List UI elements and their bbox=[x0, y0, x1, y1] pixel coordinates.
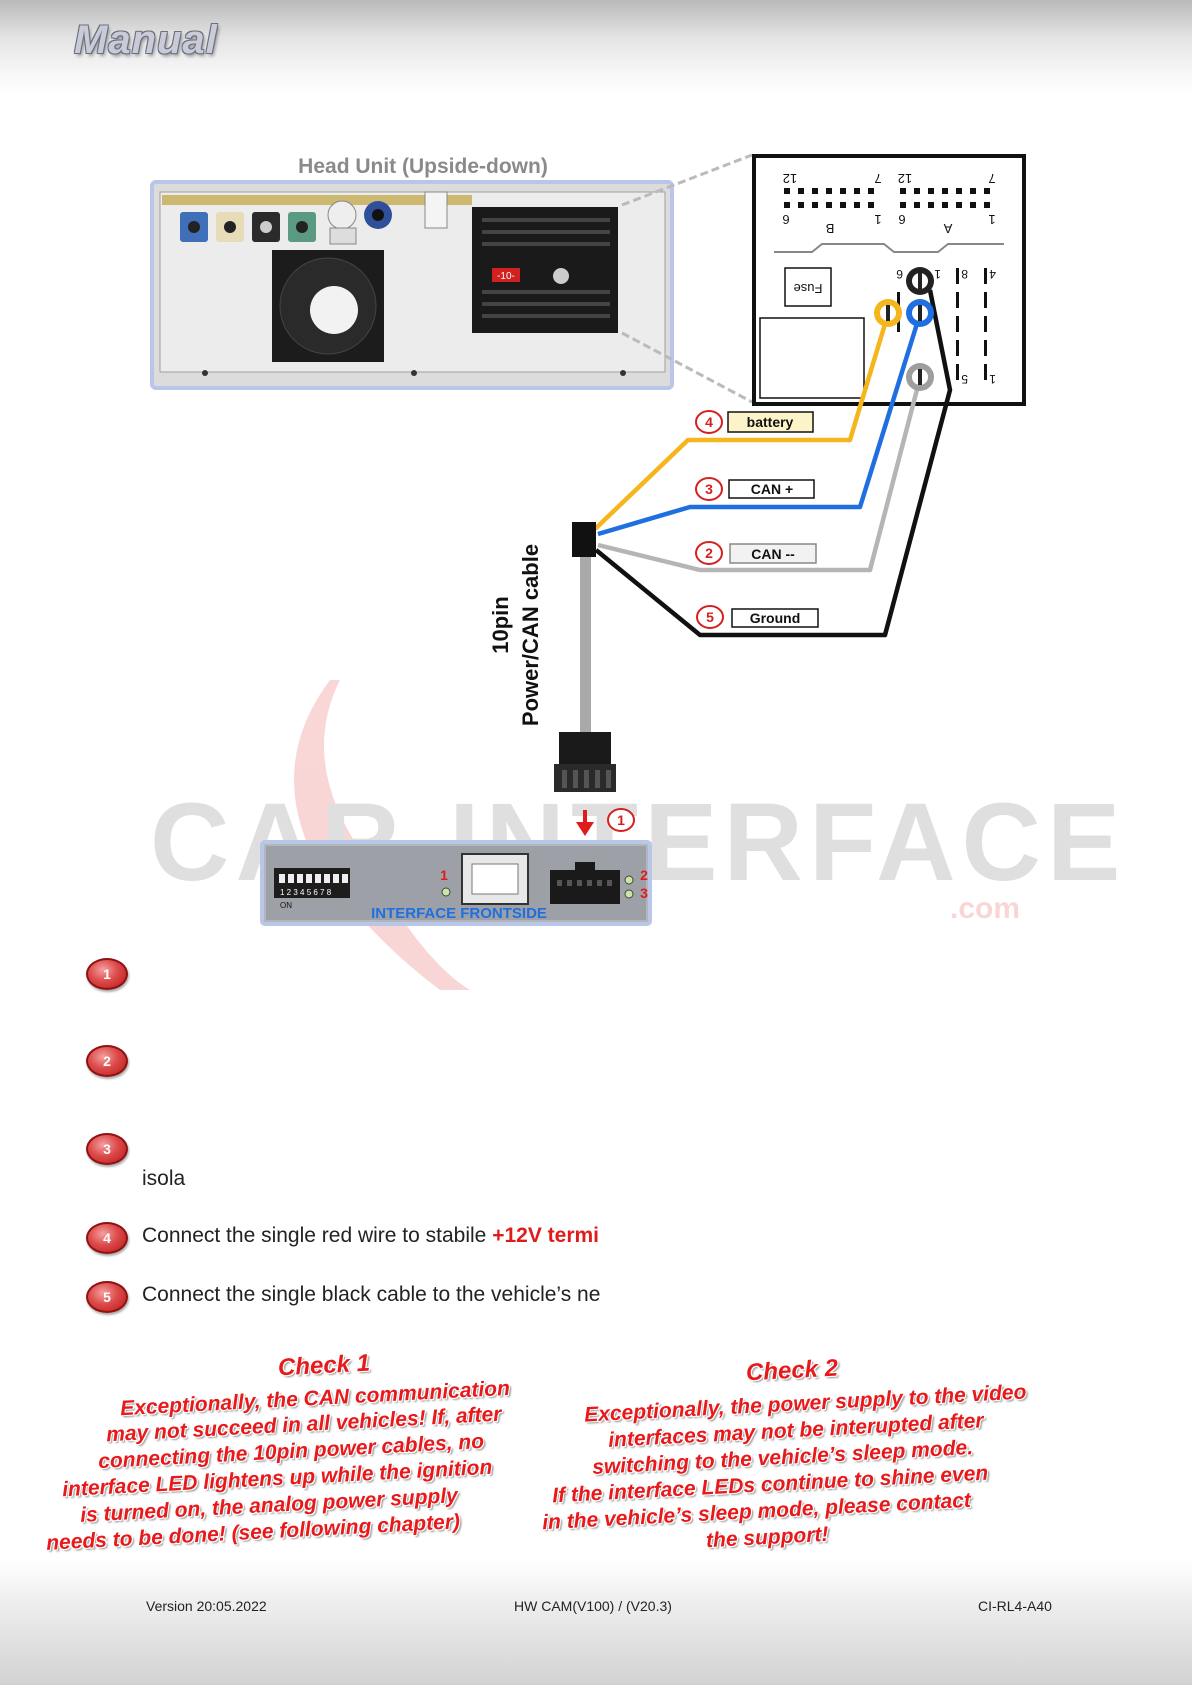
watermark-com: .com bbox=[950, 892, 1020, 925]
head-unit-title: Head Unit (Upside-down) bbox=[298, 155, 548, 178]
connector-detail: 12 7 12 7 6 B 1 6 A 1 Fuse bbox=[752, 154, 1026, 406]
pin-label-8: 8 bbox=[961, 267, 968, 281]
step-badge: 2 bbox=[86, 1045, 128, 1077]
cable-label-line1: 10pin bbox=[488, 596, 513, 653]
wire-terminals bbox=[874, 267, 934, 391]
led-label-1: 1 bbox=[440, 867, 448, 883]
wire-label-text-ground: Ground bbox=[750, 610, 801, 626]
fuse-label-photo: -10- bbox=[497, 271, 515, 282]
plug-badge: 1 bbox=[617, 812, 625, 828]
pin-label-6c: 6 bbox=[896, 267, 903, 281]
pin-label-12b: 12 bbox=[898, 171, 912, 186]
step-badge: 1 bbox=[86, 958, 128, 990]
cable-label-line2: Power/CAN cable bbox=[518, 544, 543, 726]
step-text: Connect the single black cable to the ve… bbox=[142, 1283, 601, 1306]
pin-label-6b: 6 bbox=[898, 212, 905, 227]
wire-label-battery: 4 battery bbox=[695, 410, 814, 434]
pin-label-7: 7 bbox=[874, 171, 881, 186]
manual-title: Manual bbox=[74, 18, 218, 62]
step-subtext: isola bbox=[142, 1167, 186, 1190]
interface-box: 1 2 3 4 5 6 7 8 ON 1 2 3 INTERFACE FRONT… bbox=[260, 840, 652, 926]
head-unit-image: -10- bbox=[150, 180, 674, 390]
wire-num-3: 3 bbox=[705, 481, 713, 497]
plug-10pin: 1 bbox=[554, 732, 635, 836]
wire-label-can-minus: 2 CAN -- bbox=[695, 541, 817, 565]
step-text-main: Connect the single red wire to stabile bbox=[142, 1224, 493, 1247]
wire-label-text-battery: battery bbox=[747, 414, 794, 430]
wire-num-5: 5 bbox=[706, 609, 714, 625]
footer-band bbox=[0, 1560, 1192, 1685]
row-label-a: A bbox=[943, 221, 952, 236]
watermark: CAR-INTERFACE .com bbox=[150, 680, 1120, 990]
wires bbox=[593, 289, 953, 638]
check-2-title: Check 2 bbox=[745, 1354, 839, 1387]
footer-code: CI-RL4-A40 bbox=[978, 1598, 1052, 1614]
step-badge: 5 bbox=[86, 1281, 128, 1313]
cable-body bbox=[580, 557, 591, 732]
check-2-line: the support! bbox=[705, 1522, 829, 1553]
cable-junction bbox=[572, 522, 596, 557]
led-label-2: 2 bbox=[640, 867, 648, 883]
pin-label-1: 1 bbox=[874, 212, 881, 227]
pin-label-4: 4 bbox=[989, 267, 996, 281]
fuse-label: Fuse bbox=[794, 281, 823, 296]
footer-version: Version 20:05.2022 bbox=[146, 1598, 267, 1614]
wire-label-ground: 5 Ground bbox=[696, 605, 819, 629]
footer-hw: HW CAM(V100) / (V20.3) bbox=[514, 1598, 672, 1614]
led-label-3: 3 bbox=[640, 885, 648, 901]
wire-num-4: 4 bbox=[705, 414, 713, 430]
wire-label-can-plus: 3 CAN + bbox=[695, 477, 815, 501]
pin-label-12: 12 bbox=[783, 171, 797, 186]
step-text: Connect the single red wire to stabile +… bbox=[142, 1224, 599, 1248]
header-band bbox=[0, 0, 1192, 95]
wire-labels: 4 battery 3 CAN + 2 CAN -- 5 Ground bbox=[695, 410, 819, 629]
pin-label-5: 5 bbox=[961, 372, 968, 386]
pin-label-1b: 1 bbox=[988, 212, 995, 227]
wiring-diagram: CAR-INTERFACE .com Head Unit (Upside-dow… bbox=[150, 153, 1120, 990]
wire-num-2: 2 bbox=[705, 545, 713, 561]
interface-label: INTERFACE FRONTSIDE bbox=[371, 905, 547, 922]
dip-numbers: 1 2 3 4 5 6 7 8 bbox=[280, 888, 332, 897]
step-badge: 4 bbox=[86, 1222, 128, 1254]
pin-label-6: 6 bbox=[782, 212, 789, 227]
pin-label-1d: 1 bbox=[989, 372, 996, 386]
wire-label-text-can-minus: CAN -- bbox=[751, 546, 795, 562]
wire-label-text-can-plus: CAN + bbox=[751, 481, 793, 497]
dip-on-label: ON bbox=[280, 901, 292, 910]
step-text-emphasis: +12V termi bbox=[492, 1224, 600, 1247]
step-badge: 3 bbox=[86, 1133, 128, 1165]
pin-label-1c: 1 bbox=[934, 267, 941, 281]
cable-label: 10pin Power/CAN cable bbox=[488, 544, 543, 726]
row-label-b: B bbox=[826, 221, 835, 236]
pin-label-7b: 7 bbox=[988, 171, 995, 186]
check-1-title: Check 1 bbox=[277, 1349, 371, 1382]
